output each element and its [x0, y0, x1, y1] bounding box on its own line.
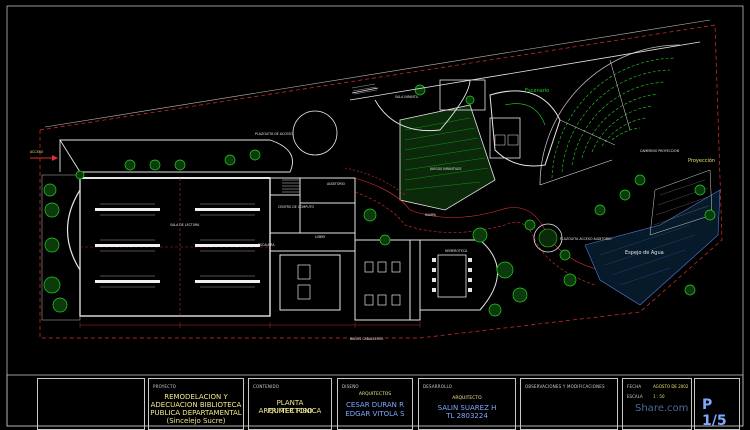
label-escalera: ESCALERA [258, 243, 275, 247]
label-lobby: LOBBY [315, 235, 325, 239]
desarrollo-line-1: ARQUITECTO [452, 396, 482, 401]
label-plazoleta-aud: PLAZOLETA ACCESO AUDITORIO [560, 237, 612, 241]
fecha-value: AGOSTO DE 2002 [653, 384, 689, 389]
watermark: Share.com [635, 403, 689, 414]
label-auditorio: AUDITORIO [327, 182, 346, 186]
label-sala-lectura: SALA DE LECTURA [170, 223, 200, 227]
observaciones-label: OBSERVACIONES Y MODIFICACIONES [525, 384, 605, 389]
auditorium-seating [539, 44, 681, 186]
escala-label: ESCALA [627, 394, 643, 399]
proyecto-line-3: PUBLICA DEPARTAMENTAL [150, 409, 242, 417]
entry-arrow-icon [30, 155, 58, 161]
hemeroteca [419, 239, 498, 311]
bathroom-fixtures [297, 261, 401, 306]
plaza-fountain [292, 110, 338, 156]
label-plazoleta: PLAZOLETA DE ACCESO [255, 132, 293, 136]
titleblock-desarrollo: DESARROLLO ARQUITECTO SALIN SUAREZ H TL … [418, 378, 516, 430]
titleblock-sheet: P 1/5 [694, 378, 740, 430]
diseno-line-3: EDGAR VITOLA S [345, 410, 405, 418]
sheet-number: P 1/5 [702, 397, 727, 429]
titleblock-fecha: FECHA AGOSTO DE 2002 ESCALA 1 : 50 Share… [622, 378, 692, 430]
label-banos: BAÑOS CABALLEROS [350, 336, 383, 341]
label-espejo: Espejo de Agua [625, 250, 664, 256]
north-stair [351, 83, 378, 95]
walkway [344, 167, 601, 286]
label-rampa: RAMPA [425, 213, 437, 217]
desarrollo-line-2: SALIN SUAREZ H [437, 404, 497, 412]
stair [282, 179, 300, 193]
desarrollo-label: DESARROLLO [423, 384, 453, 389]
label-acceso: ACCESO [30, 150, 44, 154]
titleblock-contenido: CONTENIDO PLANTA ARQUITECTONICA PRIMER P… [248, 378, 332, 430]
titleblock-observaciones: OBSERVACIONES Y MODIFICACIONES [520, 378, 618, 430]
titleblock-proyecto: PROYECTO REMODELACION Y ADECUACION BIBLI… [148, 378, 244, 430]
proyecto-line-4: (Sincelejo Sucre) [166, 417, 226, 425]
diseno-line-1: ARQUITECTOS [358, 392, 392, 397]
label-escenario: Escenario [525, 88, 549, 94]
dimension-lines [79, 322, 421, 328]
contenido-line-1: PLANTA ARQUITECTONICA [258, 399, 322, 415]
label-cabina: CAMERINO PROYECCION [640, 149, 680, 153]
proyecto-line-1: REMODELACION Y [164, 393, 228, 401]
west-bay [66, 189, 81, 271]
auditorium-lobby [374, 79, 471, 132]
label-hemeroteca: HEMEROTECA [445, 249, 468, 253]
label-proyeccion: Proyección [688, 157, 715, 164]
label-juegos: JUEGOS INFANTILES [429, 167, 461, 171]
reading-hall [79, 177, 271, 317]
desarrollo-line-3: TL 2803224 [446, 412, 488, 420]
escala-value: 1 : 50 [653, 394, 665, 399]
diseno-line-2: CESAR DURAN R [346, 401, 404, 409]
play-area [399, 104, 496, 211]
landscape-trees [43, 84, 716, 317]
titleblock-diseno: DISEÑO ARQUITECTOS CESAR DURAN R EDGAR V… [337, 378, 413, 430]
label-centro-computo: CENTRO DE COMPUTO [278, 205, 314, 209]
diseno-label: DISEÑO [342, 384, 359, 389]
contenido-label: CONTENIDO [253, 384, 280, 389]
proyecto-label: PROYECTO [153, 384, 177, 389]
north-walls [349, 41, 701, 101]
label-sala-infantil: SALA INFANTIL [395, 95, 419, 99]
auditorium-stage [489, 90, 561, 167]
round-planter [533, 223, 563, 253]
fecha-label: FECHA [627, 384, 642, 389]
proyecto-line-2: ADECUACION BIBLIOTECA [150, 401, 242, 409]
entrance-canopy [59, 139, 293, 173]
contenido-line-2: PRIMER PISO [267, 407, 313, 415]
titleblock-logo-cell [37, 378, 145, 430]
